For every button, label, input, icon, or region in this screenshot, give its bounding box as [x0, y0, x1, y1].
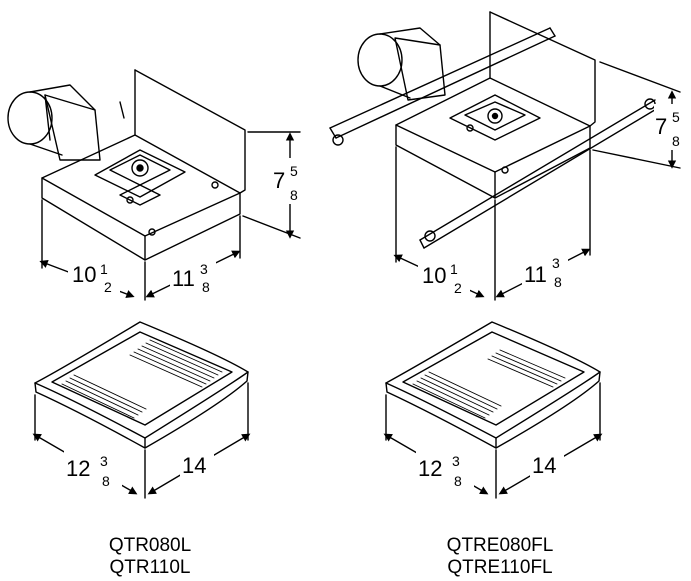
dim-denominator: 8: [202, 279, 210, 295]
dim-whole: 10: [422, 263, 446, 288]
dim-denominator: 8: [554, 274, 562, 290]
left-grille-depth-label: 14: [180, 448, 214, 478]
dim-whole: 12: [66, 456, 90, 481]
dim-numerator: 3: [552, 255, 560, 271]
right-housing-drawing: [329, 11, 681, 301]
dim-whole: 10: [72, 262, 96, 287]
right-model-line2: QTRE110FL: [447, 557, 553, 578]
right-grille-width-label: 12 3 8: [416, 448, 474, 490]
dim-value: 14: [182, 453, 206, 478]
right-grille-depth-label: 14: [530, 448, 564, 478]
right-model-line1: QTRE080FL: [446, 535, 554, 556]
right-grille-vent-pattern: [412, 349, 566, 419]
dim-numerator: 1: [100, 261, 108, 277]
dim-numerator: 3: [100, 453, 108, 469]
dim-whole: 11: [172, 266, 195, 291]
dim-whole: 7: [655, 114, 667, 139]
dim-numerator: 1: [450, 261, 458, 277]
left-housing-width-label: 10 1 2: [68, 255, 120, 295]
dim-denominator: 8: [454, 473, 462, 489]
right-housing-height-label: 7 5 8: [654, 104, 688, 150]
dim-denominator: 2: [454, 280, 462, 296]
right-model-caption: QTRE080FL QTRE110FL: [410, 535, 590, 579]
dim-denominator: 2: [104, 279, 112, 295]
left-model-caption: QTR080L QTR110L: [70, 535, 230, 579]
left-grille-vent-pattern: [61, 339, 223, 419]
left-grille-width-label: 12 3 8: [64, 448, 122, 490]
left-housing-height-label: 7 5 8: [272, 158, 306, 204]
dim-denominator: 8: [672, 133, 680, 149]
dim-value: 14: [532, 453, 556, 478]
dim-numerator: 5: [290, 163, 298, 179]
right-housing-width-label: 10 1 2: [418, 256, 470, 296]
dim-numerator: 5: [672, 109, 680, 125]
dim-denominator: 8: [102, 473, 110, 489]
right-housing-depth-label: 11 3 8: [522, 250, 568, 292]
left-housing-drawing: [7, 69, 301, 301]
left-model-line1: QTR080L: [108, 535, 192, 556]
left-model-line2: QTR110L: [109, 557, 191, 578]
dim-whole: 12: [418, 456, 442, 481]
dim-numerator: 3: [200, 261, 208, 277]
left-housing-depth-label: 11 3 8: [170, 256, 216, 296]
dim-whole: 11: [524, 262, 547, 287]
dim-numerator: 3: [452, 453, 460, 469]
dim-denominator: 8: [290, 187, 298, 203]
dim-whole: 7: [273, 168, 285, 193]
